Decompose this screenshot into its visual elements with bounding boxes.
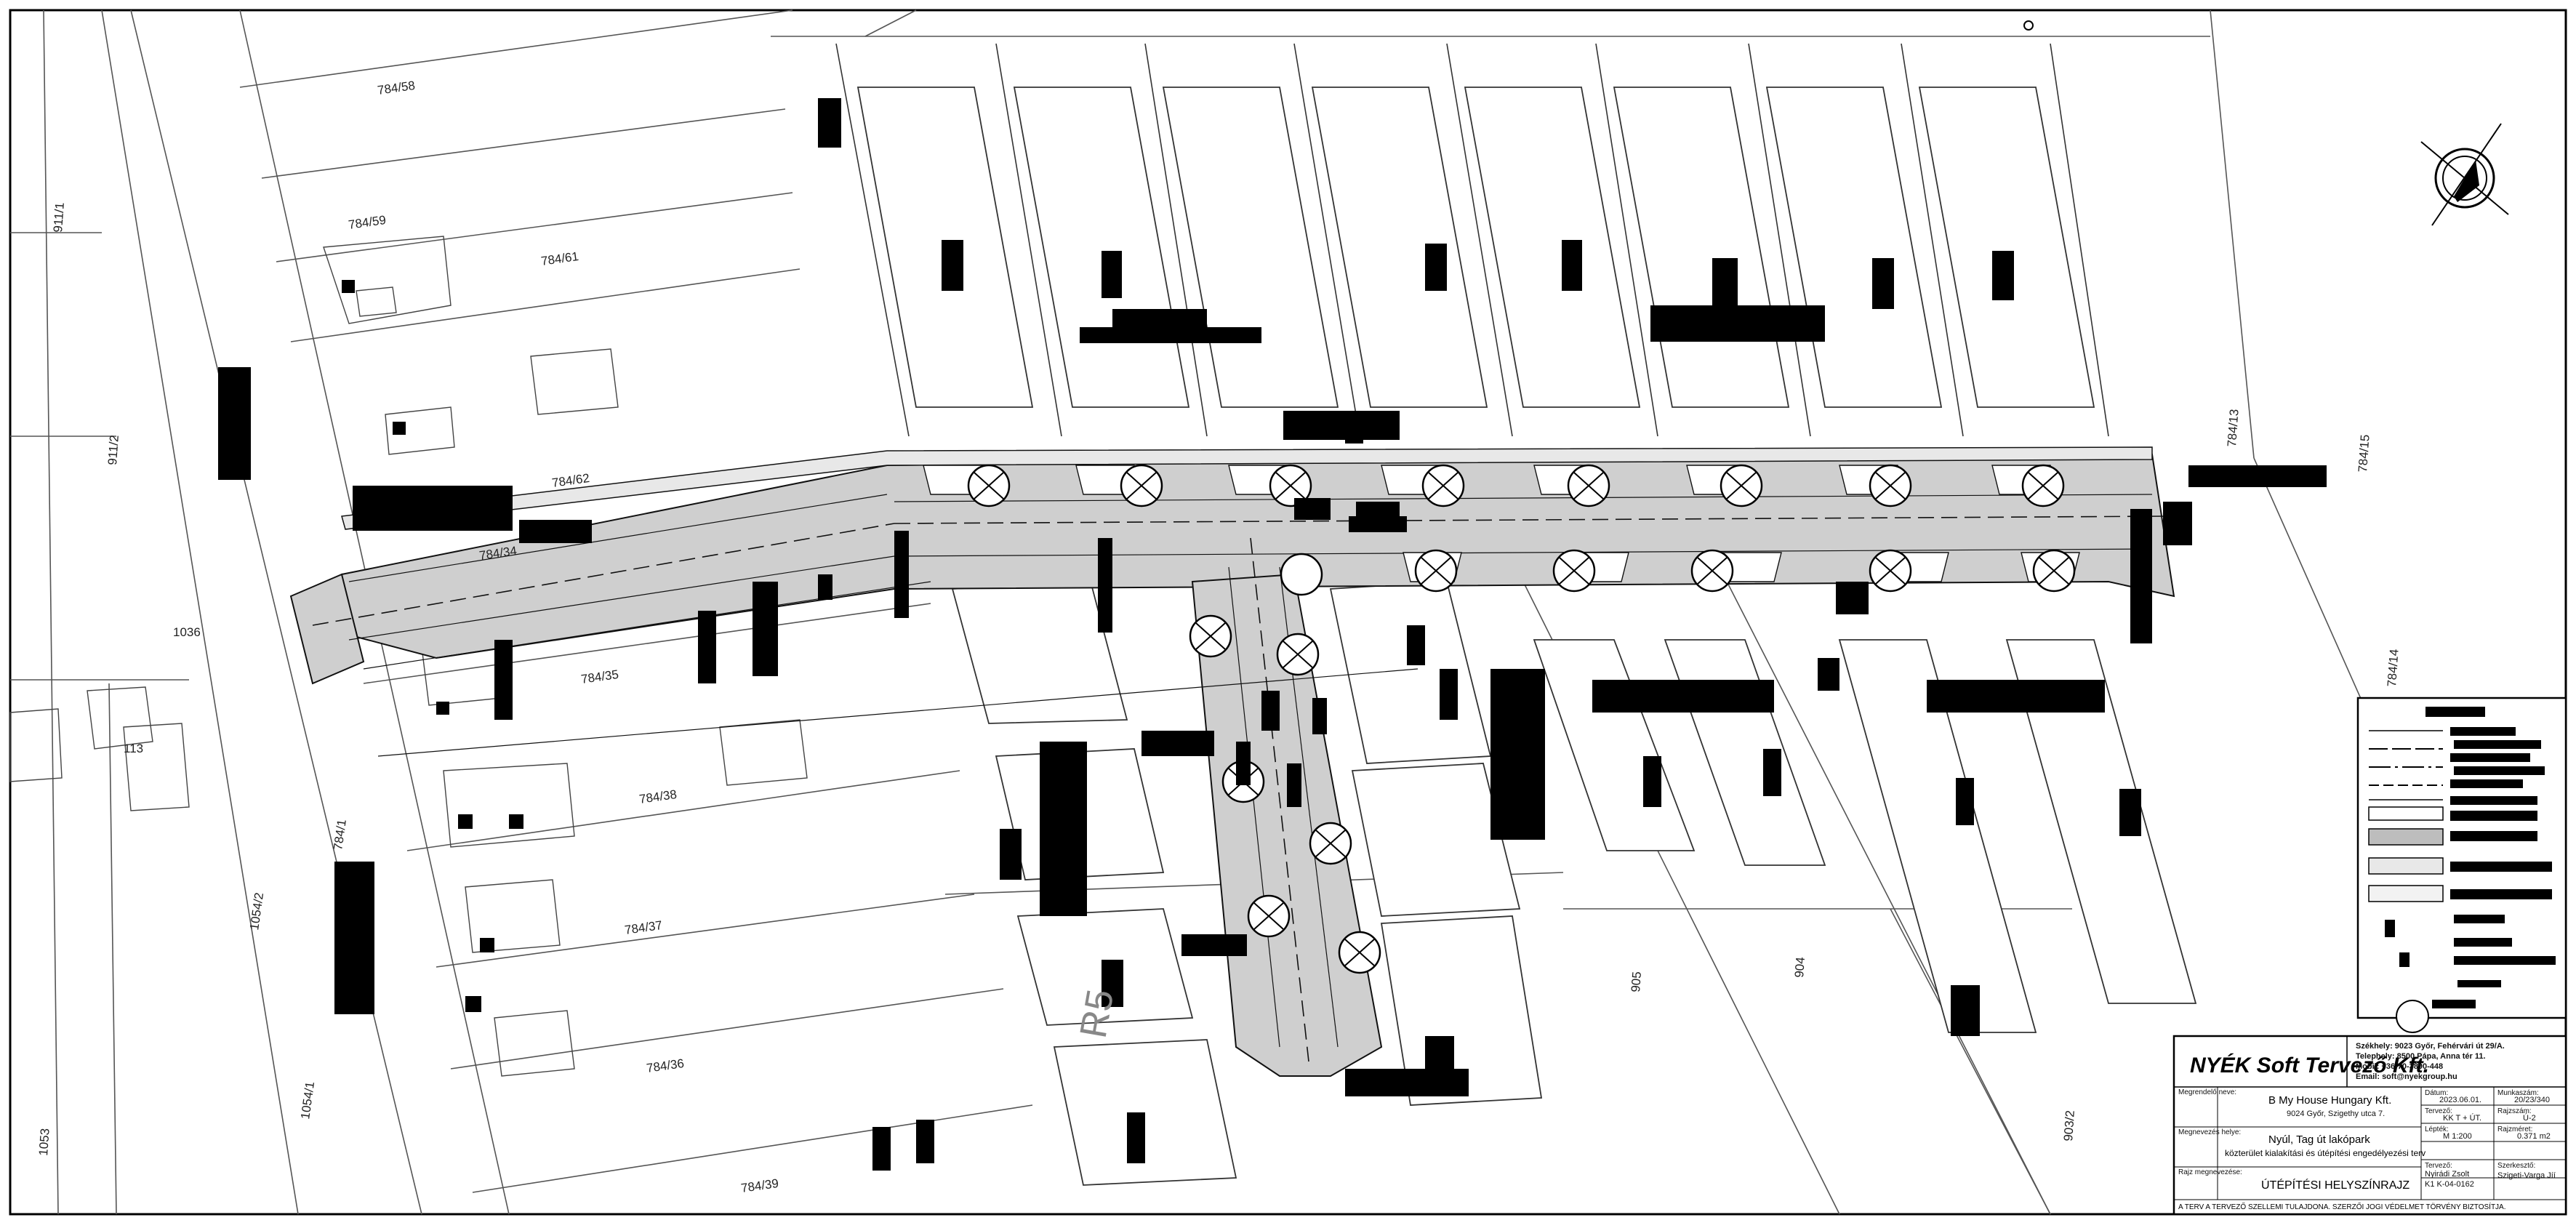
planned-plots-north (856, 87, 2095, 408)
parcel-label: 784/14 (2385, 649, 2402, 687)
parcel-label: 784/13 (2225, 409, 2242, 447)
client-label: Megrendelő neve: (2178, 1088, 2236, 1096)
job-label: Munkaszám: (2497, 1089, 2539, 1097)
parcel-label: 903/2 (2061, 1110, 2077, 1142)
engineer-label: Tervező: (2425, 1162, 2452, 1170)
engineer-id: K1 K-04-0162 (2425, 1180, 2474, 1189)
copyright-footer: A TERV A TERVEZŐ SZELLEMI TULAJDONA. SZE… (2178, 1201, 2506, 1211)
drafter-value: Szigeti-Varga Jíí (2497, 1171, 2556, 1180)
company-address: Mobil: +36-70-3890-448 (2356, 1062, 2443, 1071)
planned-plots-south (951, 581, 2197, 1186)
parcel-label: 1053 (36, 1128, 52, 1156)
parcel-label: 1054/1 (298, 1080, 317, 1120)
scale-value: M 1:200 (2443, 1132, 2472, 1141)
parcel-label: 784/15 (2356, 434, 2372, 473)
parcel-boundaries (10, 9, 2458, 1215)
format-label: Rajzméret: (2497, 1125, 2532, 1133)
parcel-label: 784/1 (331, 819, 349, 851)
date-label: Dátum: (2425, 1089, 2448, 1097)
parcel-label: 113 (124, 742, 143, 755)
tree-crosses (974, 472, 2069, 966)
project-description: közterület kialakítási és útépítési enge… (2225, 1148, 2425, 1158)
drawing-number-label: Rajzszám: (2497, 1107, 2532, 1115)
north-arrow (2420, 123, 2509, 226)
parcel-label: 911/2 (105, 435, 121, 466)
parcel-label: 784/61 (540, 249, 579, 268)
street-marking: R5 (1072, 987, 1123, 1042)
parcel-label: 905 (1629, 971, 1644, 993)
date-value: 2023.06.01. (2439, 1096, 2481, 1104)
parcel-label: 784/35 (580, 667, 619, 686)
parcel-label: 784/38 (638, 787, 678, 806)
parcel-label: 784/37 (624, 918, 663, 937)
company-address: Telephely: 8500 Pápa, Anna tér 11. (2356, 1052, 2486, 1061)
parcel-label: 911/1 (51, 202, 67, 233)
title-block: NYÉK Soft Tervező Kft. Székhely: 9023 Gy… (2172, 1035, 2567, 1216)
client-name: B My House Hungary Kft. (2268, 1094, 2391, 1107)
client-address: 9024 Győr, Szigethy utca 7. (2287, 1109, 2385, 1118)
project-label: Megnevezés helye: (2178, 1128, 2241, 1136)
job-value: 20/23/340 (2514, 1096, 2550, 1104)
parcel-label: 1036 (173, 625, 201, 639)
sheet-title: ÚTÉPÍTÉSI HELYSZÍNRAJZ (2261, 1178, 2410, 1192)
existing-buildings (9, 236, 808, 1077)
scale-label: Lépték: (2425, 1125, 2449, 1133)
drawing-frame (9, 9, 2567, 1216)
road-centerline (312, 515, 2167, 1062)
drawing-number-value: Ú-2 (2523, 1113, 2536, 1123)
designer-label: Tervező: (2425, 1107, 2452, 1115)
parcel-label: 784/58 (377, 79, 416, 97)
drafter-label: Szerkesztő: (2497, 1162, 2535, 1170)
parcel-label: 784/36 (646, 1056, 685, 1075)
redacted-annotations (218, 98, 2327, 1171)
parcel-label: 784/59 (348, 213, 387, 232)
legend (2356, 697, 2567, 1033)
company-address: Email: soft@nyekgroup.hu (2356, 1072, 2457, 1081)
engineer-value: Nyirádi Zsolt (2425, 1170, 2469, 1179)
company-name: NYÉK Soft Tervező Kft. (2190, 1053, 2429, 1077)
parcel-label: 784/39 (740, 1176, 779, 1195)
sheet-label: Rajz megnevezése: (2178, 1168, 2242, 1176)
format-value: 0.371 m2 (2517, 1132, 2551, 1141)
designer-value: KK T + ÚT. (2443, 1113, 2481, 1123)
project-name: Nyúl, Tag út lakópark (2268, 1133, 2370, 1146)
parcel-label: 1054/2 (247, 891, 266, 931)
company-address: Székhely: 9023 Győr, Fehérvári út 29/A. (2356, 1042, 2505, 1051)
parcel-label: 904 (1792, 957, 1807, 979)
